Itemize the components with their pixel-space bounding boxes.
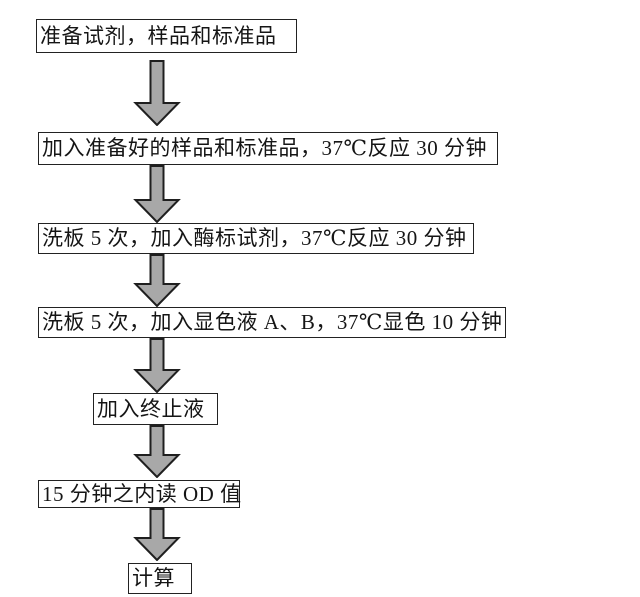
arrow-down-icon <box>133 425 181 478</box>
arrow-down-icon <box>133 165 181 223</box>
flow-step-prepare-reagents: 准备试剂，样品和标准品 <box>36 19 297 53</box>
arrow-down-icon <box>133 60 181 126</box>
flow-step-wash-add-chromogen: 洗板 5 次，加入显色液 A、B，37℃显色 10 分钟 <box>38 307 506 338</box>
flow-step-wash-add-enzyme: 洗板 5 次，加入酶标试剂，37℃反应 30 分钟 <box>38 223 474 254</box>
arrow-down-icon <box>133 508 181 561</box>
flow-step-calculate: 计算 <box>128 563 192 594</box>
arrow-down-icon <box>133 254 181 307</box>
flow-step-add-samples-standards: 加入准备好的样品和标准品，37℃反应 30 分钟 <box>38 132 498 165</box>
flow-step-add-stop-solution: 加入终止液 <box>93 393 218 425</box>
arrow-down-icon <box>133 338 181 393</box>
flow-step-read-od: 15 分钟之内读 OD 值 <box>38 480 241 508</box>
